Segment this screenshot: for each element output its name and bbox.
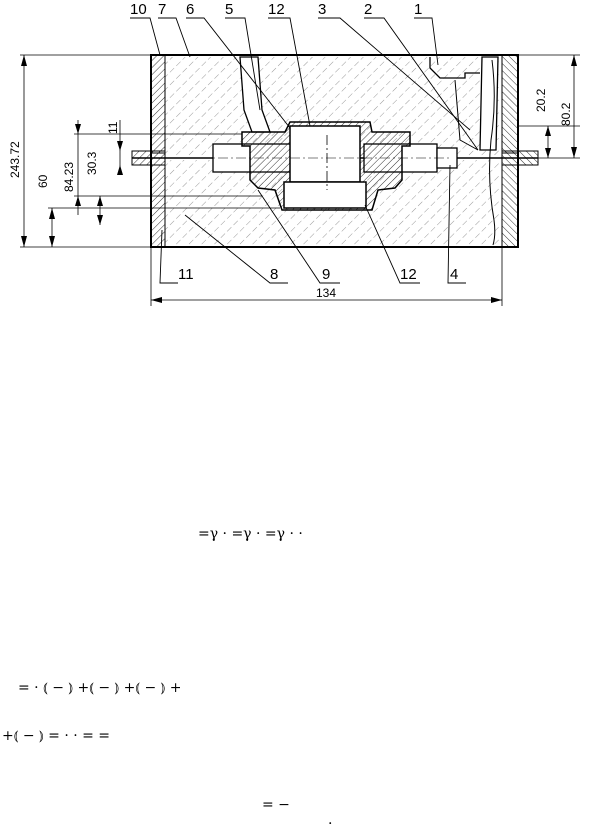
casting-cavity xyxy=(200,121,450,211)
top-callouts: 10 7 6 5 12 3 2 1 xyxy=(130,1,422,18)
callout-3: 3 xyxy=(318,1,326,18)
casting-upper-boss xyxy=(289,125,361,183)
formula-line-5: . xyxy=(328,812,333,828)
pouring-cup-notch xyxy=(429,57,480,79)
callout-4: 4 xyxy=(450,266,458,283)
vent-line xyxy=(489,59,496,246)
callout-2: 2 xyxy=(364,1,372,18)
flask-left-wall-lower xyxy=(150,164,166,248)
callout-12-top: 12 xyxy=(268,1,285,18)
dim-width-134: 134 xyxy=(316,286,336,300)
dim-84-23: 84.23 xyxy=(62,162,76,192)
callout-11: 11 xyxy=(178,266,194,283)
dim-30-3: 30.3 xyxy=(85,151,99,175)
flask-right-wall-lower xyxy=(501,164,519,248)
callout-6: 6 xyxy=(186,1,194,18)
callout-7: 7 xyxy=(158,1,166,18)
dimension-arrows xyxy=(21,55,577,303)
flask-right-wall-upper xyxy=(501,54,519,154)
callout-5: 5 xyxy=(225,1,233,18)
formula-line-3: +⦅ − ⦆ = · · = = xyxy=(2,728,111,744)
bottom-leaders xyxy=(159,164,466,284)
dim-60: 60 xyxy=(36,174,50,188)
dim-80-2: 80.2 xyxy=(559,102,573,126)
dim-11: 11 xyxy=(106,121,120,134)
formula-line-4: = − xyxy=(262,797,290,813)
outer-boundary xyxy=(150,54,519,248)
callout-1: 1 xyxy=(414,1,422,18)
callout-9: 9 xyxy=(322,266,330,283)
callout-10: 10 xyxy=(130,1,147,18)
riser-channel xyxy=(479,56,499,151)
top-leaders xyxy=(130,17,479,151)
callout-12-bottom: 12 xyxy=(400,266,417,283)
flask-left-wall-upper xyxy=(150,54,166,154)
formula-line-2: = · ⦅ − ⦆ +⦅ − ⦆ +⦅ − ⦆ + xyxy=(18,680,182,696)
dim-20-2: 20.2 xyxy=(534,88,548,112)
runner-channel xyxy=(454,79,479,151)
dim-overall-height: 243.72 xyxy=(8,141,22,178)
casting-lower-boss xyxy=(283,181,367,209)
formula-line-1: =γ · =γ · =γ · · xyxy=(198,526,303,542)
callout-8: 8 xyxy=(270,266,278,283)
dimension-texts: 243.72 60 84.23 30.3 11 20.2 80.2 134 xyxy=(8,88,573,300)
bottom-callouts: 11 8 9 12 4 xyxy=(178,266,458,283)
